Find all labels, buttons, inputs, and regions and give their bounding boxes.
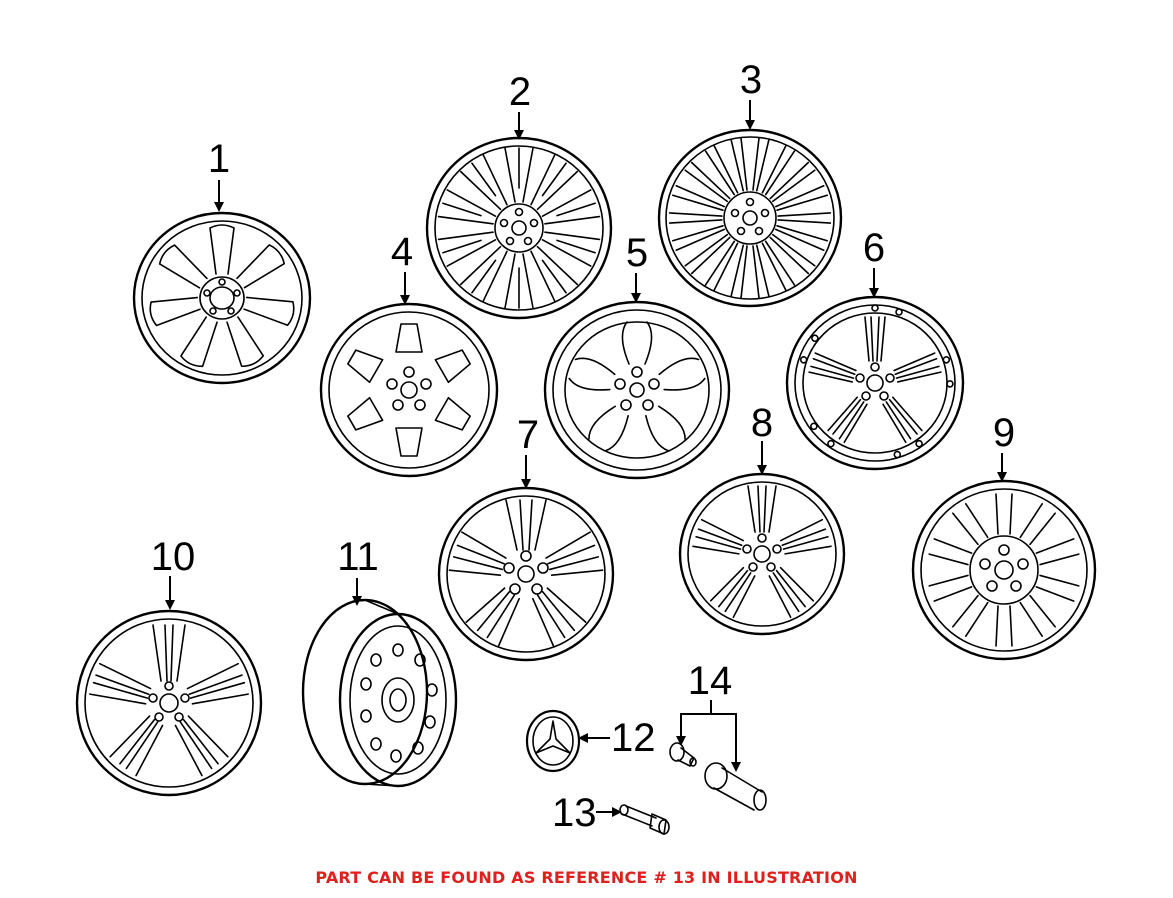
valve-stem-drawing — [669, 742, 767, 811]
wheel-8-drawing — [678, 472, 846, 636]
center-cap-drawing — [525, 709, 581, 773]
callout-4: 4 — [391, 230, 413, 274]
wheel-1-drawing — [132, 211, 312, 385]
callout-11: 11 — [337, 535, 379, 579]
wheel-10-drawing — [75, 609, 263, 797]
wheel-bolt-drawing — [619, 804, 670, 835]
callout-1: 1 — [208, 137, 230, 181]
wheel-6-drawing — [785, 295, 965, 471]
wheel-4-drawing — [319, 302, 499, 478]
callout-14: 14 — [688, 659, 733, 703]
callout-5: 5 — [626, 231, 648, 275]
callout-2: 2 — [509, 70, 531, 114]
callout-3: 3 — [740, 58, 762, 102]
wheel-3-drawing — [657, 128, 843, 308]
callout-7: 7 — [517, 413, 539, 457]
callout-6: 6 — [863, 226, 885, 270]
callout-12: 12 — [611, 716, 656, 760]
callout-8: 8 — [751, 401, 773, 445]
wheel-2-drawing — [425, 136, 613, 320]
callout-10: 10 — [151, 535, 196, 579]
wheel-5-drawing — [543, 300, 731, 480]
callout-13: 13 — [552, 791, 597, 835]
callout-9: 9 — [993, 411, 1015, 455]
wheel-7-drawing — [437, 486, 615, 662]
reference-note: PART CAN BE FOUND AS REFERENCE # 13 IN I… — [315, 868, 858, 887]
wheel-11-drawing — [301, 598, 458, 788]
wheel-9-drawing — [911, 479, 1097, 661]
